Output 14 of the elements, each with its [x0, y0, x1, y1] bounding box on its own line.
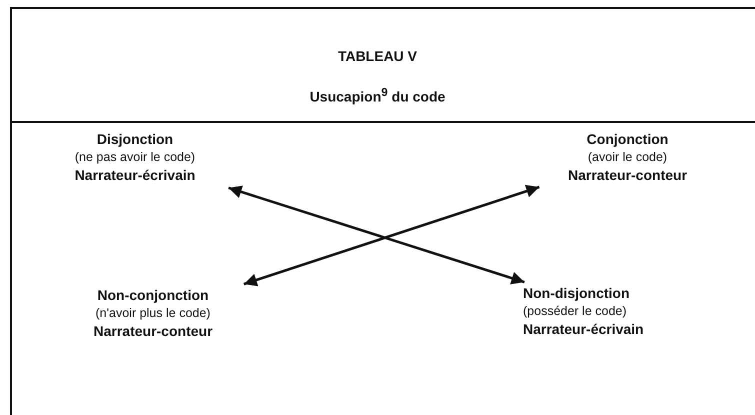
node-text: Conjonction [586, 130, 668, 148]
node-text: Narrateur-écrivain [523, 320, 644, 338]
node-text: Disjonction [96, 130, 174, 148]
node-text: Non-conjonction [97, 286, 209, 304]
node-text: Narrateur-conteur [93, 322, 213, 340]
subtitle: Usucapion$^{9}$ du code [310, 86, 446, 105]
node-text: Narrateur-écrivain [74, 166, 196, 184]
node-description: (avoir le code) [588, 149, 668, 166]
node-description: (posséder le code) [523, 303, 627, 320]
node-text: Non-disjonction [523, 284, 630, 302]
node-description: (ne pas avoir le code) [74, 149, 196, 166]
node-description: (n'avoir plus le code) [96, 305, 210, 322]
node-text: Narrateur-conteur [568, 166, 688, 184]
table-title: TABLEAU V [336, 48, 418, 64]
